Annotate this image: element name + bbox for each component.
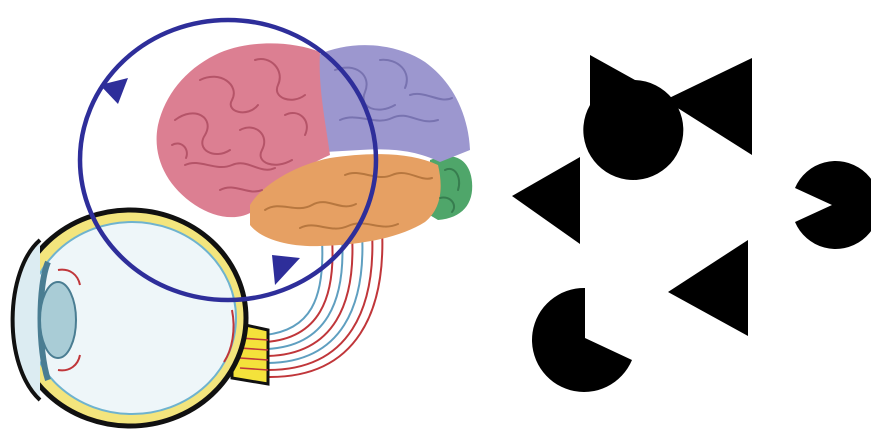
wedge-left <box>512 157 580 244</box>
brain <box>157 43 473 246</box>
wedge-bottom <box>668 240 748 336</box>
kanizsa-panel <box>500 0 871 432</box>
kanizsa-triangle-illustration <box>500 0 871 432</box>
eye <box>13 210 268 426</box>
arrowhead-lower <box>272 255 300 285</box>
eye-brain-panel <box>0 0 500 432</box>
pacman-top <box>583 55 683 180</box>
cornea <box>13 240 40 400</box>
lens <box>40 282 76 358</box>
optic-nerve-fibers <box>265 228 382 377</box>
eye-brain-illustration <box>0 0 500 432</box>
pacman-right <box>795 161 871 249</box>
pacman-bottom <box>532 288 632 392</box>
parietal-lobe <box>316 45 470 162</box>
